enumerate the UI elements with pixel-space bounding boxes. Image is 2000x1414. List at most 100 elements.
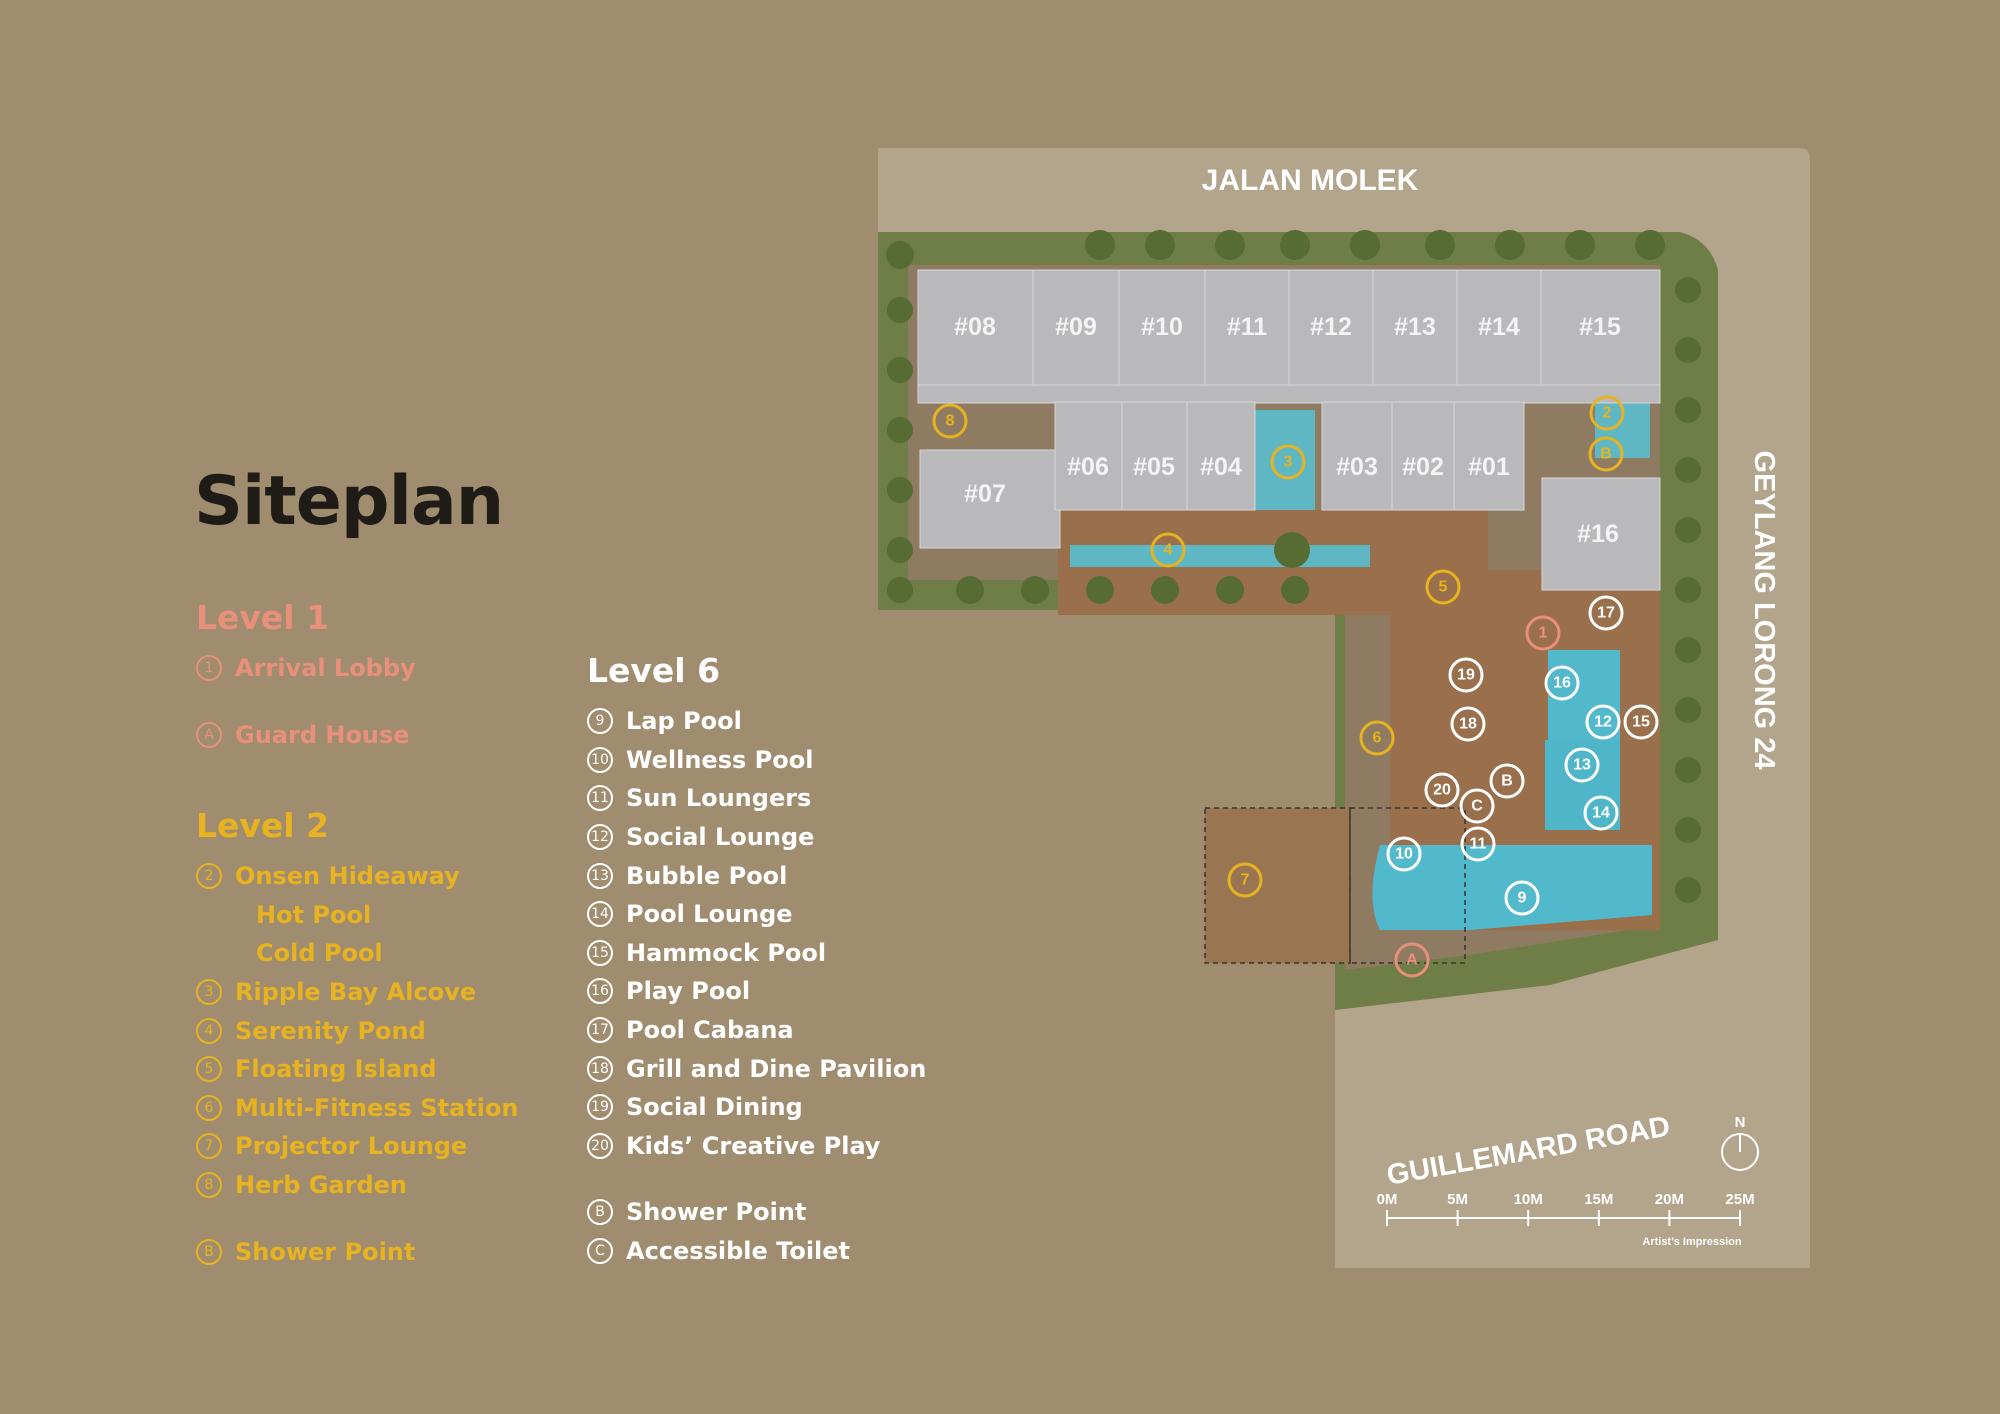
unit-label: #09 [1055, 313, 1097, 341]
amenity-marker-label: 18 [1459, 716, 1477, 733]
unit-label: #13 [1394, 313, 1436, 341]
unit-label: #07 [964, 480, 1006, 508]
unit-label: #08 [954, 313, 996, 341]
legend-badge: 11 [587, 785, 613, 812]
legend-label: Shower Point [626, 1198, 807, 1227]
legend-label: Grill and Dine Pavilion [626, 1054, 927, 1083]
legend-badge: 10 [587, 746, 613, 773]
unit-label: #11 [1227, 313, 1267, 341]
amenity-marker-label: 9 [1518, 890, 1527, 907]
north-arrow: N [1721, 1114, 1759, 1171]
amenity-marker: 7 [1227, 862, 1263, 898]
unit-label: #10 [1141, 313, 1183, 341]
legend-label: Herb Garden [235, 1171, 408, 1200]
legend-label: Cold Pool [256, 939, 383, 968]
legend-badge: 2 [196, 863, 222, 890]
amenity-marker: 15 [1623, 704, 1659, 740]
legend-label: Multi-Fitness Station [235, 1093, 519, 1122]
amenity-marker-label: 7 [1241, 872, 1250, 889]
legend-badge: 19 [587, 1094, 613, 1121]
legend-badge: 15 [587, 939, 613, 966]
legend-label: Arrival Lobby [235, 654, 416, 683]
amenity-marker-label: 20 [1433, 782, 1451, 799]
level-1-heading: Level 1 [196, 598, 330, 637]
amenity-marker-label: 8 [946, 413, 955, 430]
legend-badge: 4 [196, 1017, 222, 1044]
scale-label: 15M [1584, 1191, 1613, 1208]
amenity-marker-label: C [1471, 798, 1483, 815]
legend-item: Hot Pool [196, 896, 518, 935]
legend-item: 4 Serenity Pond [196, 1011, 518, 1050]
legend-badge: 13 [587, 862, 613, 889]
amenity-marker: 17 [1588, 595, 1624, 631]
legend-item: B Shower Point [587, 1193, 926, 1232]
amenity-marker: 16 [1544, 665, 1580, 701]
scale-label: 10M [1514, 1191, 1543, 1208]
legend-item: 18 Grill and Dine Pavilion [587, 1049, 926, 1088]
amenity-marker: 14 [1583, 795, 1619, 831]
amenity-marker-label: A [1406, 952, 1418, 969]
legend-item: 20 Kids’ Creative Play [587, 1127, 926, 1166]
legend-badge: A [196, 721, 222, 748]
legend-badge: 7 [196, 1133, 222, 1160]
amenity-marker: 9 [1504, 880, 1540, 916]
legend-item: 7 Projector Lounge [196, 1127, 518, 1166]
scale-label: 25M [1725, 1191, 1754, 1208]
legend-badge: 18 [587, 1055, 613, 1082]
amenity-marker-label: 14 [1592, 805, 1610, 822]
amenity-marker-label: 11 [1470, 836, 1487, 853]
unit-label: #14 [1478, 313, 1520, 341]
legend-label: Kids’ Creative Play [626, 1131, 881, 1160]
legend-badge: 20 [587, 1132, 613, 1159]
amenity-marker: 10 [1386, 836, 1422, 872]
legend-label: Serenity Pond [235, 1016, 426, 1045]
unit-labels: #08#09#10#11#12#13#14#15#07#06#05#04#03#… [954, 313, 1621, 548]
unit-label: #16 [1577, 520, 1619, 548]
legend-label: Hammock Pool [626, 938, 827, 967]
legend-badge: 14 [587, 901, 613, 928]
unit-label: #01 [1468, 453, 1510, 481]
legend-badge: B [196, 1238, 222, 1265]
legend-label: Onsen Hideaway [235, 862, 460, 891]
amenity-marker: 4 [1150, 532, 1186, 568]
legend-label: Projector Lounge [235, 1132, 468, 1161]
legend-label: Wellness Pool [626, 745, 814, 774]
unit-label: #04 [1200, 453, 1242, 481]
scale-label: 20M [1655, 1191, 1684, 1208]
amenity-marker: 3 [1270, 444, 1306, 480]
artists-impression-note: Artist’s Impression [1642, 1236, 1742, 1248]
legend-label: Lap Pool [626, 707, 742, 736]
unit-label: #02 [1402, 453, 1444, 481]
level-2-heading: Level 2 [196, 806, 330, 845]
amenity-marker-label: 6 [1373, 730, 1382, 747]
legend-badge: B [587, 1199, 613, 1226]
bubble-pool [1545, 740, 1620, 830]
serenity-pond [1070, 545, 1370, 567]
legend-badge: 1 [196, 655, 222, 682]
road-geylang-lorong-24: GEYLANG LORONG 24 [1748, 450, 1780, 769]
projector-lounge-annex [1204, 807, 1351, 964]
legend-item: 10 Wellness Pool [587, 741, 926, 780]
amenity-marker: A [1394, 942, 1430, 978]
site-plan-map: JALAN MOLEK GEYLANG LORONG 24 GUILLEMARD… [878, 148, 1810, 1268]
amenity-marker: 6 [1359, 720, 1395, 756]
tower-block [917, 269, 1661, 591]
amenity-marker-label: 5 [1439, 579, 1448, 596]
amenity-marker-label: 3 [1284, 454, 1293, 471]
legend-item: Cold Pool [196, 934, 518, 973]
legend-label: Floating Island [235, 1055, 437, 1084]
legend-item: 15 Hammock Pool [587, 934, 926, 973]
unit-label: #03 [1336, 453, 1378, 481]
annex-outline [1349, 807, 1466, 964]
legend-badge: 12 [587, 824, 613, 851]
